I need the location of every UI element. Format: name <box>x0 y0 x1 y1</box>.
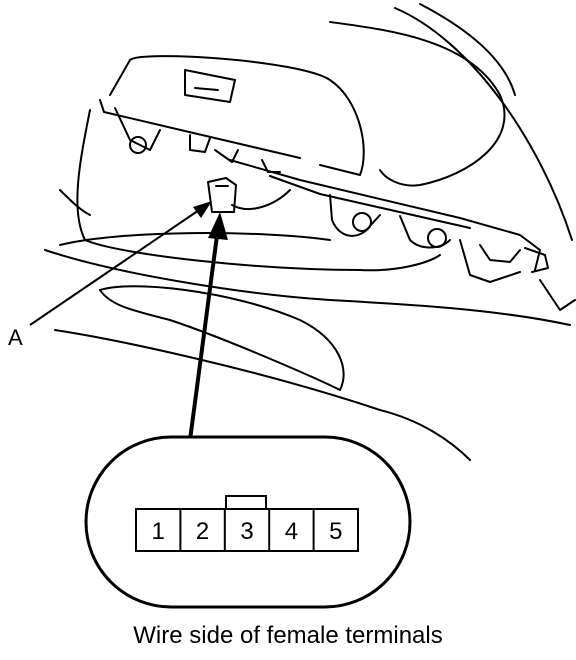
figure-caption: Wire side of female terminals <box>133 622 443 649</box>
connector-a-body <box>207 177 237 213</box>
door-trim-illustration <box>44 3 576 461</box>
wire-harness <box>231 189 291 210</box>
switch-bezel-lower <box>99 99 301 159</box>
terminal-2-label: 2 <box>196 518 209 545</box>
connector-lock-tab <box>225 495 267 511</box>
terminal-5-label: 5 <box>329 518 342 545</box>
terminal-4-label: 4 <box>285 518 298 545</box>
door-lower-curve <box>54 329 471 461</box>
switch-bezel <box>109 55 365 176</box>
armrest-upper <box>329 21 506 187</box>
clip-middle <box>189 134 211 153</box>
door-pocket-lip <box>59 232 331 246</box>
callout-a-label: A <box>8 325 23 350</box>
terminal-1-label: 1 <box>152 518 165 545</box>
door-panel-inner-curve <box>419 3 516 96</box>
zoom-arrow <box>188 212 228 441</box>
callout-a-leader <box>29 201 212 326</box>
window-switch <box>184 69 236 103</box>
connector-detail-view: 1 2 3 4 5 <box>84 435 412 609</box>
door-panel-outline <box>394 7 573 241</box>
door-pocket-outer <box>76 109 441 272</box>
clip-left <box>114 107 161 151</box>
connector-housing <box>135 508 359 552</box>
terminal-3-label: 3 <box>240 518 253 545</box>
lower-pocket <box>99 285 345 391</box>
armrest-sweep <box>44 249 571 326</box>
